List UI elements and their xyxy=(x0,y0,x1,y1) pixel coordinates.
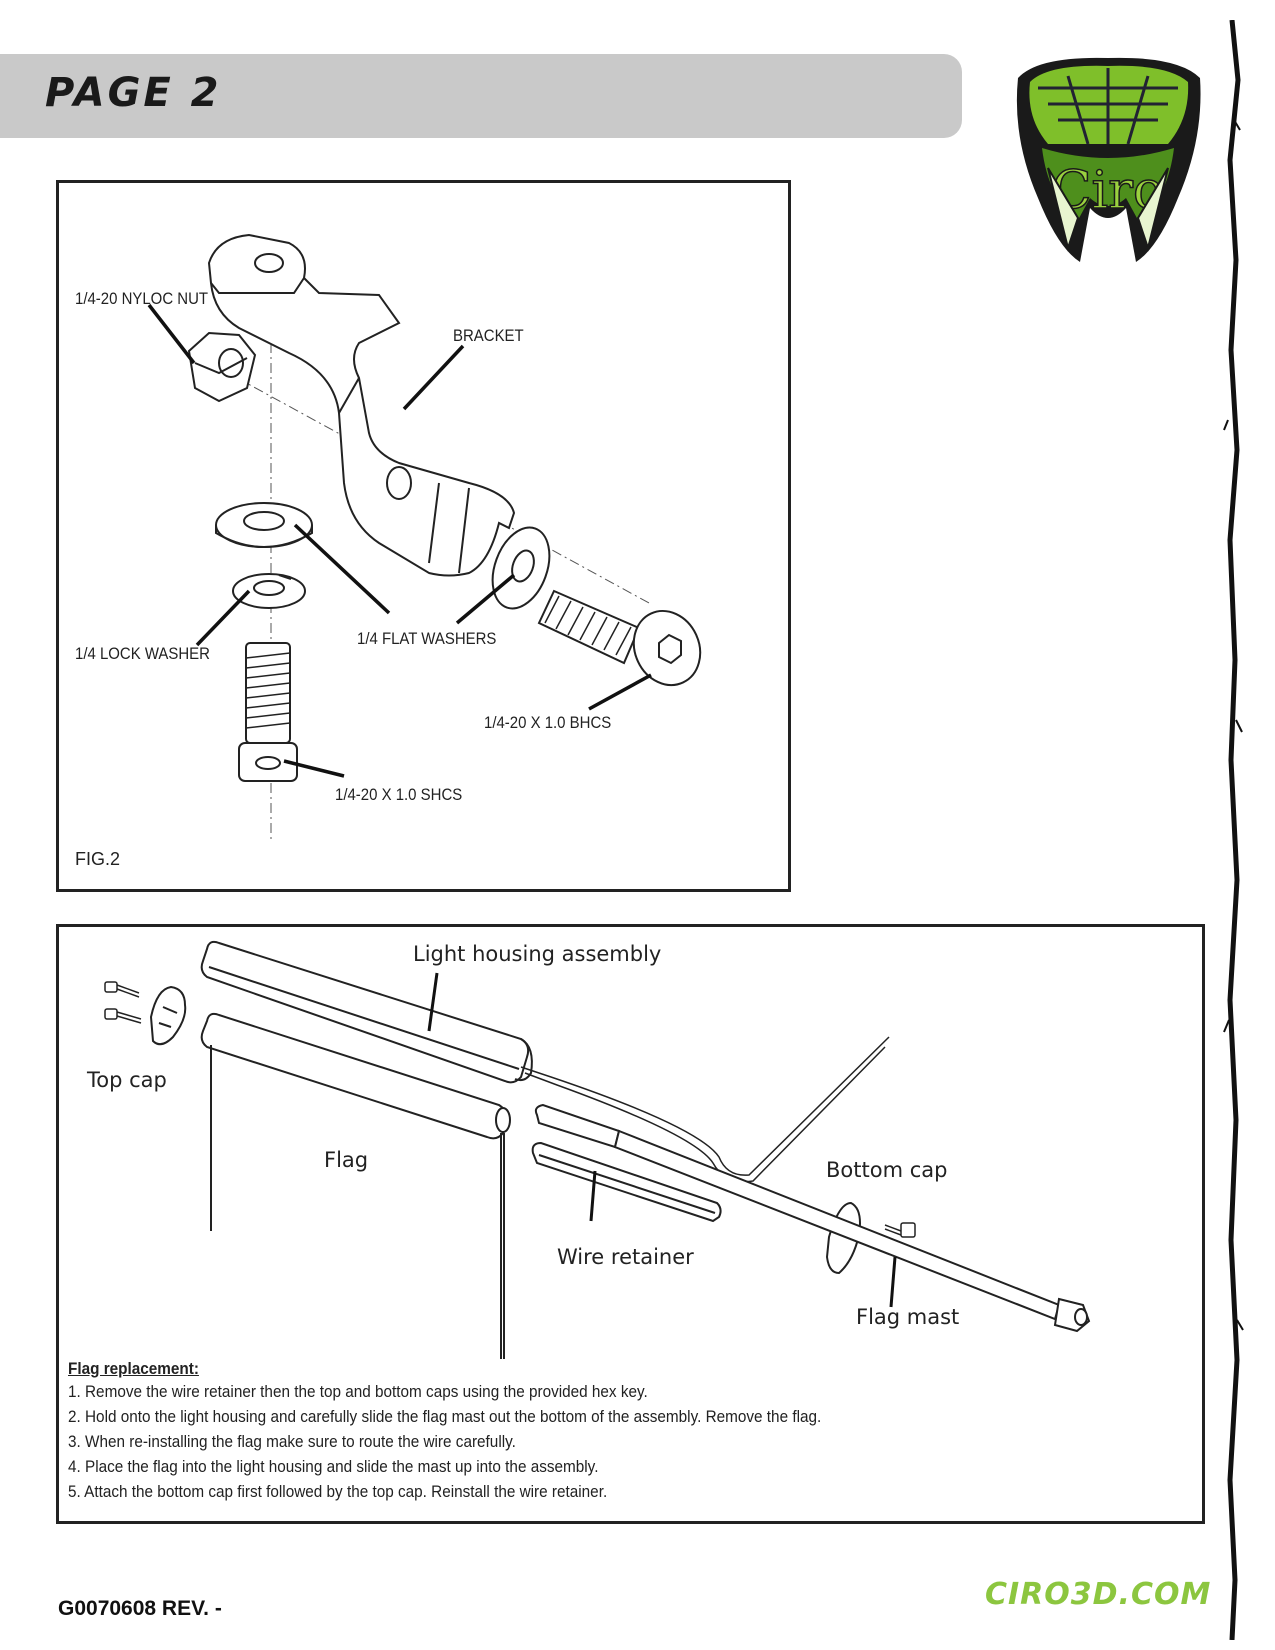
shcs-screw xyxy=(238,642,298,782)
nyloc-nut xyxy=(187,331,257,403)
fig2-panel: 1/4-20 NYLOC NUT BRACKET 1/4 FLAT WASHER… xyxy=(56,180,791,892)
label-bracket: BRACKET xyxy=(453,326,524,345)
label-flag: Flag xyxy=(324,1148,369,1172)
flat-washer-right xyxy=(491,526,551,610)
instruction-step: 3. When re-installing the flag make sure… xyxy=(68,1432,516,1451)
flat-washer-left xyxy=(215,502,313,548)
label-flat-washers: 1/4 FLAT WASHERS xyxy=(357,629,497,648)
label-light-housing: Light housing assembly xyxy=(413,942,662,966)
page-title: PAGE 2 xyxy=(45,70,222,116)
instructions-heading: Flag replacement: xyxy=(68,1359,199,1378)
flag-assembly-diagram xyxy=(104,940,1091,1359)
flag-mast-upper xyxy=(534,1103,621,1149)
label-top-cap: Top cap xyxy=(87,1068,167,1092)
instruction-step: 2. Hold onto the light housing and caref… xyxy=(68,1407,822,1426)
flag xyxy=(200,1012,511,1359)
bottom-cap-screw xyxy=(884,1222,916,1238)
document-code: G0070608 REV. - xyxy=(58,1597,222,1620)
label-wire-retainer: Wire retainer xyxy=(557,1245,694,1269)
torn-edge-decoration xyxy=(1223,20,1244,1640)
instruction-step: 1. Remove the wire retainer then the top… xyxy=(68,1382,648,1401)
instruction-step: 4. Place the flag into the light housing… xyxy=(68,1457,599,1476)
label-shcs: 1/4-20 X 1.0 SHCS xyxy=(335,785,463,804)
label-bottom-cap: Bottom cap xyxy=(826,1158,948,1182)
flag-replacement-instructions: Flag replacement: 1. Remove the wire ret… xyxy=(68,1359,1188,1504)
ciro-snake-logo: Ciro xyxy=(1016,57,1201,263)
lock-washer xyxy=(232,573,306,609)
instruction-step: 5. Attach the bottom cap first followed … xyxy=(68,1482,608,1501)
bracket xyxy=(207,233,516,577)
top-cap-screws xyxy=(104,981,142,1024)
website-link[interactable]: CIRO3D.COM xyxy=(985,1577,1212,1612)
label-bhcs: 1/4-20 X 1.0 BHCS xyxy=(484,713,612,732)
light-housing xyxy=(200,940,533,1084)
bracket-exploded-diagram xyxy=(147,233,702,843)
flag-mast xyxy=(613,1129,1091,1333)
label-nyloc-nut: 1/4-20 NYLOC NUT xyxy=(75,289,209,308)
wire-retainer xyxy=(531,1141,722,1223)
label-lock-washer: 1/4 LOCK WASHER xyxy=(75,644,210,663)
label-flag-mast: Flag mast xyxy=(856,1305,960,1329)
fig2-caption: FIG.2 xyxy=(75,849,121,869)
fig3-panel: Light housing assembly Top cap Flag Bott… xyxy=(56,924,1205,1524)
bhcs-screw xyxy=(537,589,702,686)
top-cap xyxy=(149,985,187,1046)
header-bar xyxy=(0,54,962,138)
